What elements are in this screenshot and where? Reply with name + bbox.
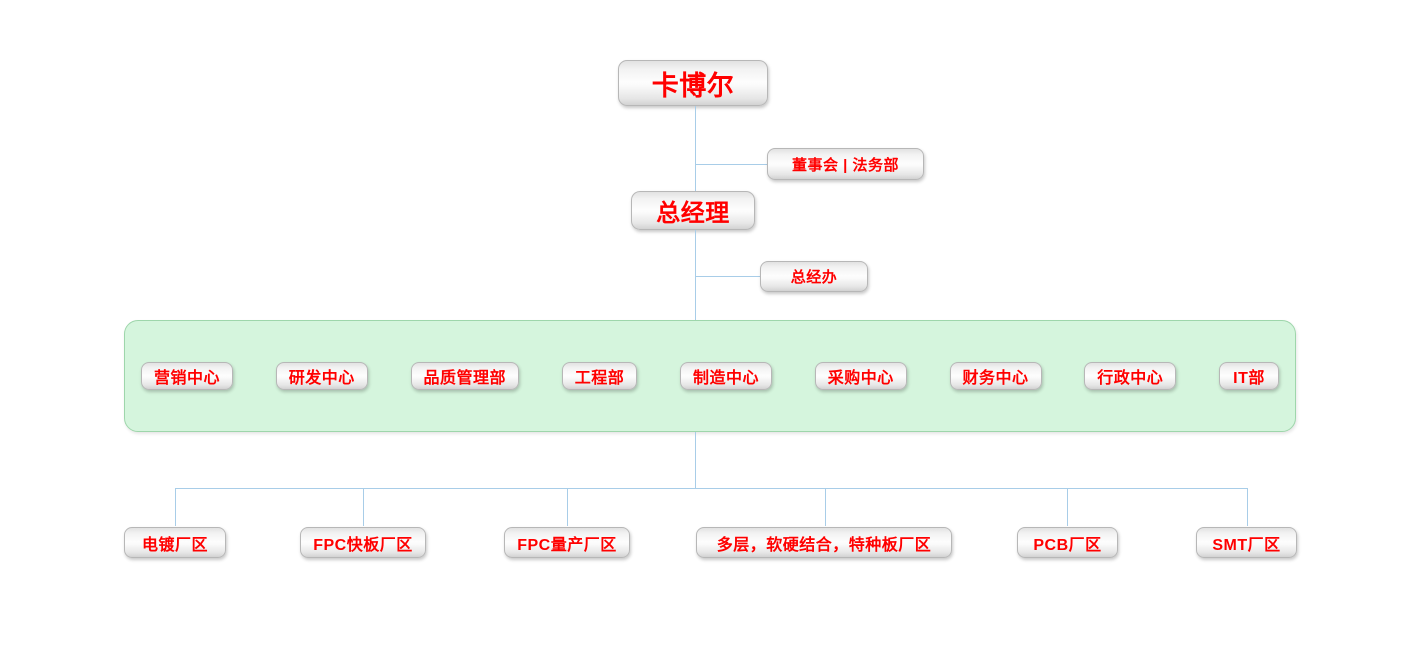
connector-root-to-gm xyxy=(695,106,696,193)
connector-drop-zone xyxy=(825,488,826,526)
connector-stub-gm-office xyxy=(695,276,760,277)
org-node-department[interactable]: 财务中心 xyxy=(949,362,1042,390)
org-node-board-legal[interactable]: 董事会 | 法务部 xyxy=(767,148,924,180)
org-node-department[interactable]: 研发中心 xyxy=(275,362,368,390)
org-node-department[interactable]: IT部 xyxy=(1219,362,1279,390)
connector-zone-bus xyxy=(175,488,1247,489)
departments-container: 营销中心 研发中心 品质管理部 工程部 制造中心 采购中心 财务中心 行政中心 … xyxy=(124,320,1296,432)
connector-drop-zone xyxy=(1067,488,1068,526)
org-node-gm-office[interactable]: 总经办 xyxy=(760,261,868,292)
connector-gm-to-departments xyxy=(695,230,696,320)
org-node-general-manager[interactable]: 总经理 xyxy=(631,191,755,230)
org-node-department[interactable]: 制造中心 xyxy=(680,362,773,390)
org-node-department[interactable]: 行政中心 xyxy=(1084,362,1177,390)
org-node-factory-zone[interactable]: FPC快板厂区 xyxy=(300,527,426,558)
connector-drop-zone xyxy=(363,488,364,526)
org-node-factory-zone[interactable]: 电镀厂区 xyxy=(124,527,226,558)
org-node-department[interactable]: 工程部 xyxy=(561,362,638,390)
connector-drop-zone xyxy=(1247,488,1248,526)
org-node-department[interactable]: 品质管理部 xyxy=(410,362,520,390)
departments-row: 营销中心 研发中心 品质管理部 工程部 制造中心 采购中心 财务中心 行政中心 … xyxy=(125,362,1295,390)
org-node-factory-zone[interactable]: FPC量产厂区 xyxy=(504,527,630,558)
org-node-factory-zone[interactable]: 多层，软硬结合，特种板厂区 xyxy=(696,527,952,558)
connector-drop-zone xyxy=(567,488,568,526)
connector-drop-zone xyxy=(175,488,176,526)
org-node-department[interactable]: 采购中心 xyxy=(814,362,907,390)
org-node-factory-zone[interactable]: SMT厂区 xyxy=(1196,527,1297,558)
org-node-department[interactable]: 营销中心 xyxy=(141,362,234,390)
connector-stub-board-legal xyxy=(695,164,767,165)
org-node-factory-zone[interactable]: PCB厂区 xyxy=(1017,527,1118,558)
org-node-root[interactable]: 卡博尔 xyxy=(618,60,768,106)
connector-departments-to-zones xyxy=(695,432,696,489)
